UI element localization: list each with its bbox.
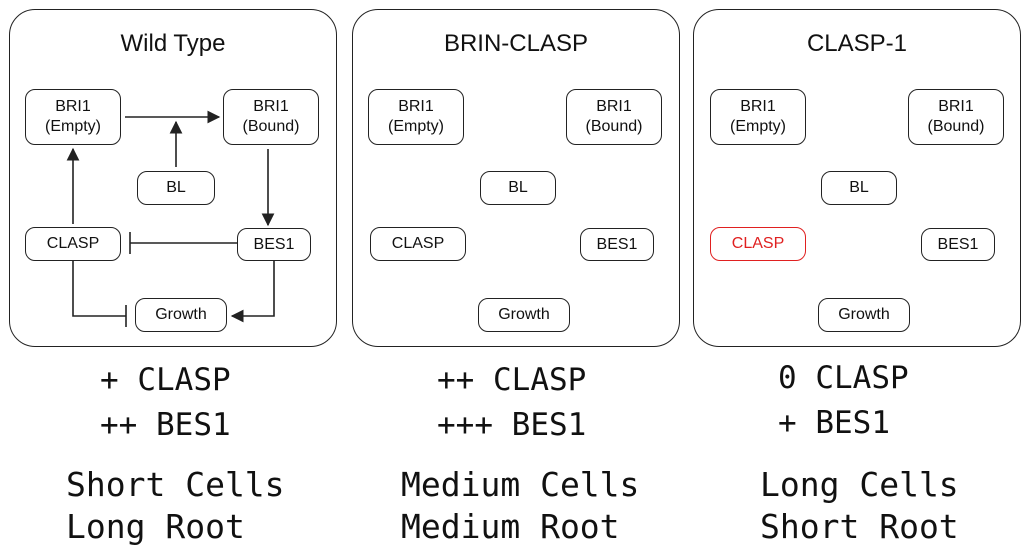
bes1-level: + BES1 [778,405,890,441]
root-outcome: Short Root [760,507,959,546]
node-bes1: BES1 [237,228,311,261]
node-bes1: BES1 [580,228,654,261]
node-bl: BL [137,171,215,205]
clasp-level: 0 CLASP [778,360,909,396]
cell-outcome: Short Cells [66,465,285,504]
node-bri1-bound: BRI1 (Bound) [223,89,319,145]
clasp-level: + CLASP [100,362,231,398]
node-bl: BL [480,171,556,205]
node-clasp: CLASP [370,227,466,261]
node-bri1-bound: BRI1 (Bound) [566,89,662,145]
node-bes1: BES1 [921,228,995,261]
clasp-level: ++ CLASP [437,362,587,398]
node-clasp: CLASP [25,227,121,261]
cell-outcome: Medium Cells [401,465,640,504]
panel-title: Wild Type [120,30,226,57]
node-growth: Growth [818,298,910,332]
node-bri1-empty: BRI1 (Empty) [710,89,806,145]
panel-title: CLASP-1 [806,30,908,57]
node-growth: Growth [478,298,570,332]
root-outcome: Medium Root [401,507,620,546]
node-bri1-bound: BRI1 (Bound) [908,89,1004,145]
root-outcome: Long Root [66,507,245,546]
node-clasp: CLASP [710,227,806,261]
panel-title: BRIN-CLASP [443,30,589,57]
node-bri1-empty: BRI1 (Empty) [368,89,464,145]
bes1-level: ++ BES1 [100,407,231,443]
cell-outcome: Long Cells [760,465,959,504]
node-growth: Growth [135,298,227,332]
bes1-level: +++ BES1 [437,407,587,443]
node-bl: BL [821,171,897,205]
node-bri1-empty: BRI1 (Empty) [25,89,121,145]
